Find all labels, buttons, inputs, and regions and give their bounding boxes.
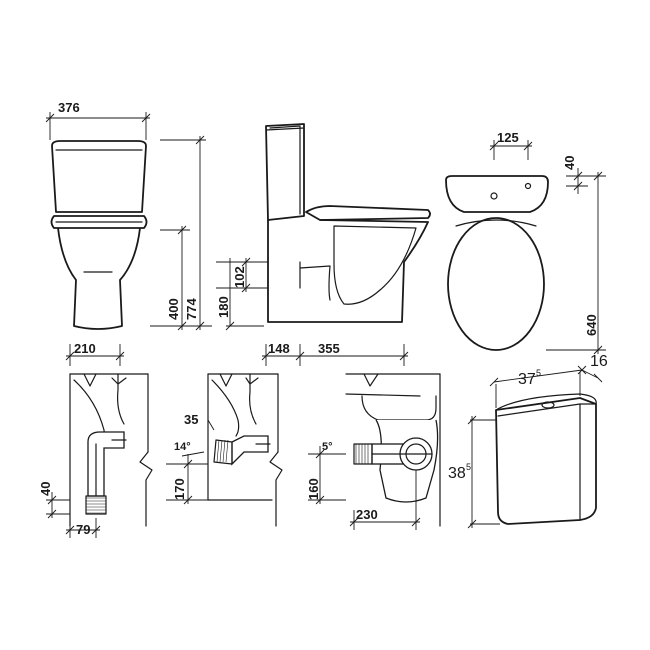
dim-p-trap-height: 170 [172,478,187,500]
side-seat [305,205,431,221]
cistern-3d: 37 5 16 38 5 [448,353,608,529]
s-trap-detail: 40 79 [38,373,153,538]
top-cistern [445,175,549,213]
dim-s-trap-height: 40 [38,482,53,496]
front-cistern [51,140,147,213]
dim-side-offset: 230 [356,507,378,522]
dim-tank-projection: 125 [497,130,519,145]
middle-dimensions: 210 148 355 [65,341,409,366]
dim-height-seat: 400 [166,298,181,320]
dim-depth-overall: 640 [584,314,599,336]
flush-button-icon [541,401,555,409]
top-view: 125 40 640 [445,130,606,355]
dim-side-angle: 5° [322,441,333,453]
dim-p-trap-angle: 14° [174,441,191,453]
s-trap-pipe [87,431,125,497]
dim-height-overall: 774 [184,298,199,320]
dim-toilet-width: 376 [58,100,80,115]
side-cistern [265,123,305,221]
dim-cistern-height-sup: 5 [466,462,471,472]
dim-outlet-centre: 102 [232,266,247,288]
side-view: 180 102 [216,123,431,331]
cistern-body [495,397,597,525]
dim-tank-lip: 40 [562,156,577,170]
dim-pan-depth: 355 [318,341,340,356]
dim-tank-depth: 148 [268,341,290,356]
side-outlet-detail: 5° 160 230 [306,373,441,530]
dim-cistern-height: 38 [448,465,466,482]
top-seat [447,217,545,351]
front-seat [50,215,148,229]
dim-outlet-height: 180 [216,296,231,318]
dim-side-height: 160 [306,478,321,500]
dim-p-trap-horizontal: 35 [184,412,198,427]
dim-cistern-width-sup: 5 [536,368,541,378]
dim-cistern-depth: 16 [590,353,608,370]
p-trap-detail: 35 14° 170 [166,373,283,527]
dim-s-trap-offset: 79 [76,522,90,537]
front-view: 376 400 774 [45,100,212,331]
front-bowl [57,227,141,330]
side-bowl [267,219,429,323]
dim-wall-to-outlet: 210 [74,341,96,356]
dim-cistern-width: 37 [518,371,536,388]
p-trap-pipe [231,435,269,466]
